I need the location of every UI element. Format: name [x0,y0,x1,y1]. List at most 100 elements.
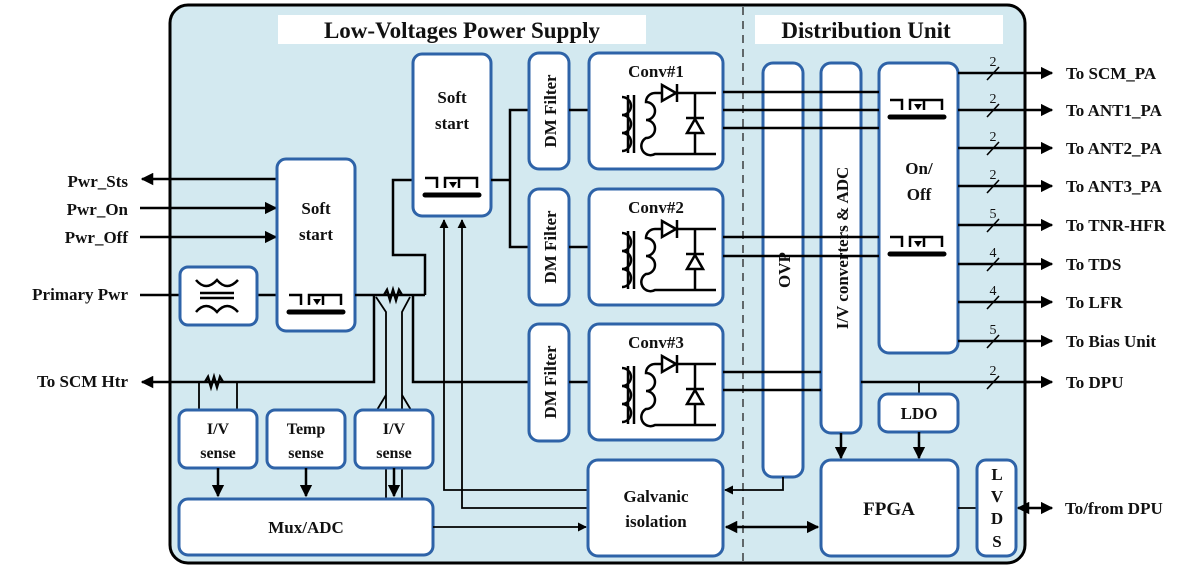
output-label: To TDS [1066,255,1121,274]
soft-start-2-line2: start [435,114,469,133]
svg-text:DM Filter: DM Filter [541,345,560,419]
lvds-box [975,458,1018,558]
mosfet-icon [887,235,947,257]
soft-start-1-line1: Soft [301,199,331,218]
mosfet-icon [422,176,482,198]
dm3-feed-wire [411,295,530,384]
transformer-icon [621,227,716,293]
dm-filter-3: DM Filter [527,322,571,443]
output-label: To LFR [1066,293,1123,312]
ovp-label: OVP [775,252,794,288]
lvds-letter: V [991,487,1004,506]
diode-icon [655,82,716,154]
lv-power-supply-title: Low-Voltages Power Supply [324,18,601,43]
temp-sense-line2: sense [288,445,324,462]
output-line: 2 To ANT1_PA [958,92,1163,120]
mosfet-icon [887,98,947,120]
power-bus-wires [723,90,1030,394]
du-title-bg [755,15,1003,44]
iv-sense-1-line2: sense [200,445,236,462]
output-label: To Bias Unit [1066,332,1156,351]
converter-label: Conv#2 [628,198,684,217]
dpu-link-label: To/from DPU [1065,499,1163,518]
bus-width-label: 2 [990,55,997,70]
soft-start-box-1 [275,157,357,333]
iv-sense-1-line1: I/V [207,421,230,438]
ldo-label: LDO [901,404,938,423]
output-line: 2 To ANT3_PA [958,168,1163,196]
lvds-letter: L [991,465,1002,484]
output-line: 4 To TDS [958,246,1121,274]
pwr-sts-label: Pwr_Sts [68,172,129,191]
primary-pwr-label: Primary Pwr [32,285,128,304]
output-label: To ANT3_PA [1066,177,1163,196]
bus-width-label: 2 [990,92,997,107]
output-line: 4 To LFR [958,284,1123,312]
converter-label: Conv#3 [628,333,684,352]
bus-width-label: 5 [990,323,997,338]
output-label: To TNR-HFR [1066,216,1166,235]
bus-width-label: 4 [990,246,997,261]
soft-start-2-line1: Soft [437,88,467,107]
output-label: To ANT2_PA [1066,139,1163,158]
bus-slash [986,218,1000,233]
galvanic-line2: isolation [625,512,687,531]
converter-label: Conv#1 [628,62,684,81]
lvds-letter: S [992,532,1001,551]
svg-text:DM Filter: DM Filter [541,210,560,284]
bus-slash [986,179,1000,194]
bus-width-label: 2 [990,130,997,145]
outputs: 2 To SCM_PA 2 To ANT1_PA 2 To ANT2_PA 2 … [958,55,1166,392]
bus-width-label: 4 [990,284,997,299]
output-line: 2 To SCM_PA [958,55,1157,83]
dm-filter-1: DM Filter [527,51,571,171]
galv-to-softstart2-b [457,219,588,509]
output-label: To ANT1_PA [1066,101,1163,120]
diode-icon [655,353,716,425]
softstart2-out-bus [491,108,530,249]
shunt-resistor-icon [382,285,404,305]
htr-shunt-icon [203,372,225,392]
output-label: To DPU [1066,373,1123,392]
converter-1: Conv#1 [587,51,725,171]
iv-sense-2-line1: I/V [383,421,406,438]
soft-start-1-line2: start [299,225,333,244]
bus-slash [986,375,1000,390]
iv-adc-label: I/V converters & ADC [833,167,852,330]
lv-title-bg [278,15,646,44]
pwr-off-label: Pwr_Off [65,228,129,247]
output-line: 2 To DPU [986,364,1123,392]
bus-width-label: 2 [990,364,997,379]
iv2-sense-right-in [401,394,412,411]
output-line: 2 To ANT2_PA [958,130,1163,158]
dm-filter-2: DM Filter [527,187,571,307]
iv2-sense-left-in [376,394,387,411]
lvds-letter: D [991,509,1003,528]
soft-start-box-2 [411,52,493,218]
mux-adc-label: Mux/ADC [268,518,344,537]
transformer-icon [621,91,716,157]
bus-slash [986,141,1000,156]
transformer-icon [621,362,716,428]
on-off-line1: On/ [905,159,933,178]
output-label: To SCM_PA [1066,64,1157,83]
bus-slash [986,257,1000,272]
temp-sense-line1: Temp [287,421,326,438]
pwr-on-label: Pwr_On [67,200,129,219]
galvanic-isolation-box [586,458,725,558]
bus-slash [986,334,1000,349]
galv-to-softstart2-a [439,219,588,491]
svg-text:DM Filter: DM Filter [541,74,560,148]
on-off-box [877,61,960,355]
converter-2: Conv#2 [587,187,725,307]
bus-width-label: 2 [990,168,997,183]
bus-to-softstart2 [391,178,427,295]
bus-slash [986,295,1000,310]
bus-width-label: 5 [990,207,997,222]
scm-htr-label: To SCM Htr [37,372,128,391]
converter-3: Conv#3 [587,322,725,442]
output-line: 5 To Bias Unit [958,323,1156,351]
fpga-label: FPGA [863,499,915,520]
emi-filter-icon [195,278,239,314]
